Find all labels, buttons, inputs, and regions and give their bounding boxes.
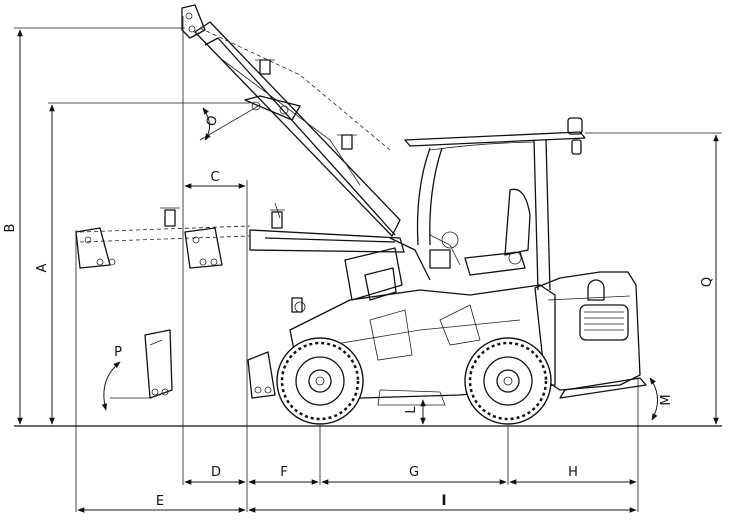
angle-M: M <box>649 377 674 421</box>
label-M: M <box>659 394 674 405</box>
label-G: G <box>409 465 419 480</box>
dimension-A: A <box>35 102 250 425</box>
label-C: C <box>210 170 219 185</box>
angle-P: P <box>101 345 152 411</box>
loader-machine <box>75 4 647 425</box>
dimension-F: F <box>248 465 319 485</box>
label-E: E <box>156 494 164 509</box>
label-H: H <box>568 465 578 480</box>
label-A: A <box>35 263 50 272</box>
dimension-E: E <box>77 494 246 513</box>
dimension-G: G <box>321 465 507 485</box>
dimension-L: L <box>404 399 426 425</box>
label-D: D <box>211 465 221 480</box>
label-B: B <box>3 224 18 233</box>
label-O: O <box>204 114 221 128</box>
label-I: I <box>441 493 446 509</box>
dimension-D: D <box>184 465 246 485</box>
dimension-Q: Q <box>585 132 722 425</box>
label-P: P <box>114 345 122 360</box>
dimension-C: C <box>184 170 246 189</box>
dimension-B: B <box>3 27 185 425</box>
dimension-I: I <box>248 493 637 513</box>
label-F: F <box>280 465 287 480</box>
dimension-H: H <box>509 465 637 485</box>
label-Q: Q <box>700 277 715 287</box>
label-L: L <box>404 406 419 414</box>
angle-O: O <box>199 104 261 141</box>
